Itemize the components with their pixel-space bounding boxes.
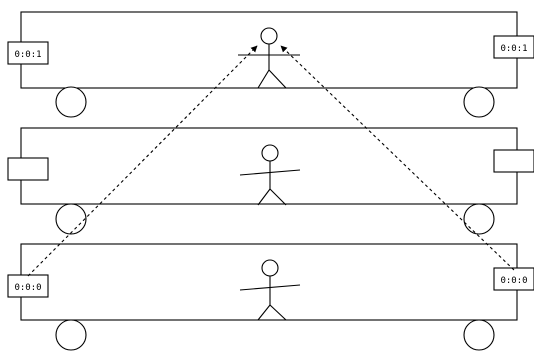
clock-right-label: 0:0:0 (500, 276, 527, 286)
observer-head (262, 145, 278, 161)
train-wheel-left (56, 204, 86, 234)
clock-left: 0:0:0 (8, 275, 48, 297)
clock-left (8, 158, 48, 180)
train-wheel-left (56, 87, 86, 117)
clock-left: 0:0:1 (8, 42, 48, 64)
clock-left-label: 0:0:1 (14, 50, 41, 60)
clock-right: 0:0:1 (494, 36, 534, 58)
train-wheel-right (464, 87, 494, 117)
clock-right-label: 0:0:1 (500, 44, 527, 54)
observer-head (262, 260, 278, 276)
train-wheel-left (56, 320, 86, 350)
clock-right: 0:0:0 (494, 268, 534, 290)
train-wheel-right (464, 204, 494, 234)
clock-left-label: 0:0:0 (14, 283, 41, 293)
train-frame-3: 0:0:0 0:0:0 (8, 244, 534, 350)
observer-head (261, 28, 277, 44)
train-frame-1: 0:0:1 0:0:1 (8, 12, 534, 117)
train-frame-2 (8, 128, 534, 234)
train-car-body (21, 128, 517, 204)
train-car-body (21, 244, 517, 320)
train-wheel-right (464, 320, 494, 350)
clock-right (494, 150, 534, 172)
